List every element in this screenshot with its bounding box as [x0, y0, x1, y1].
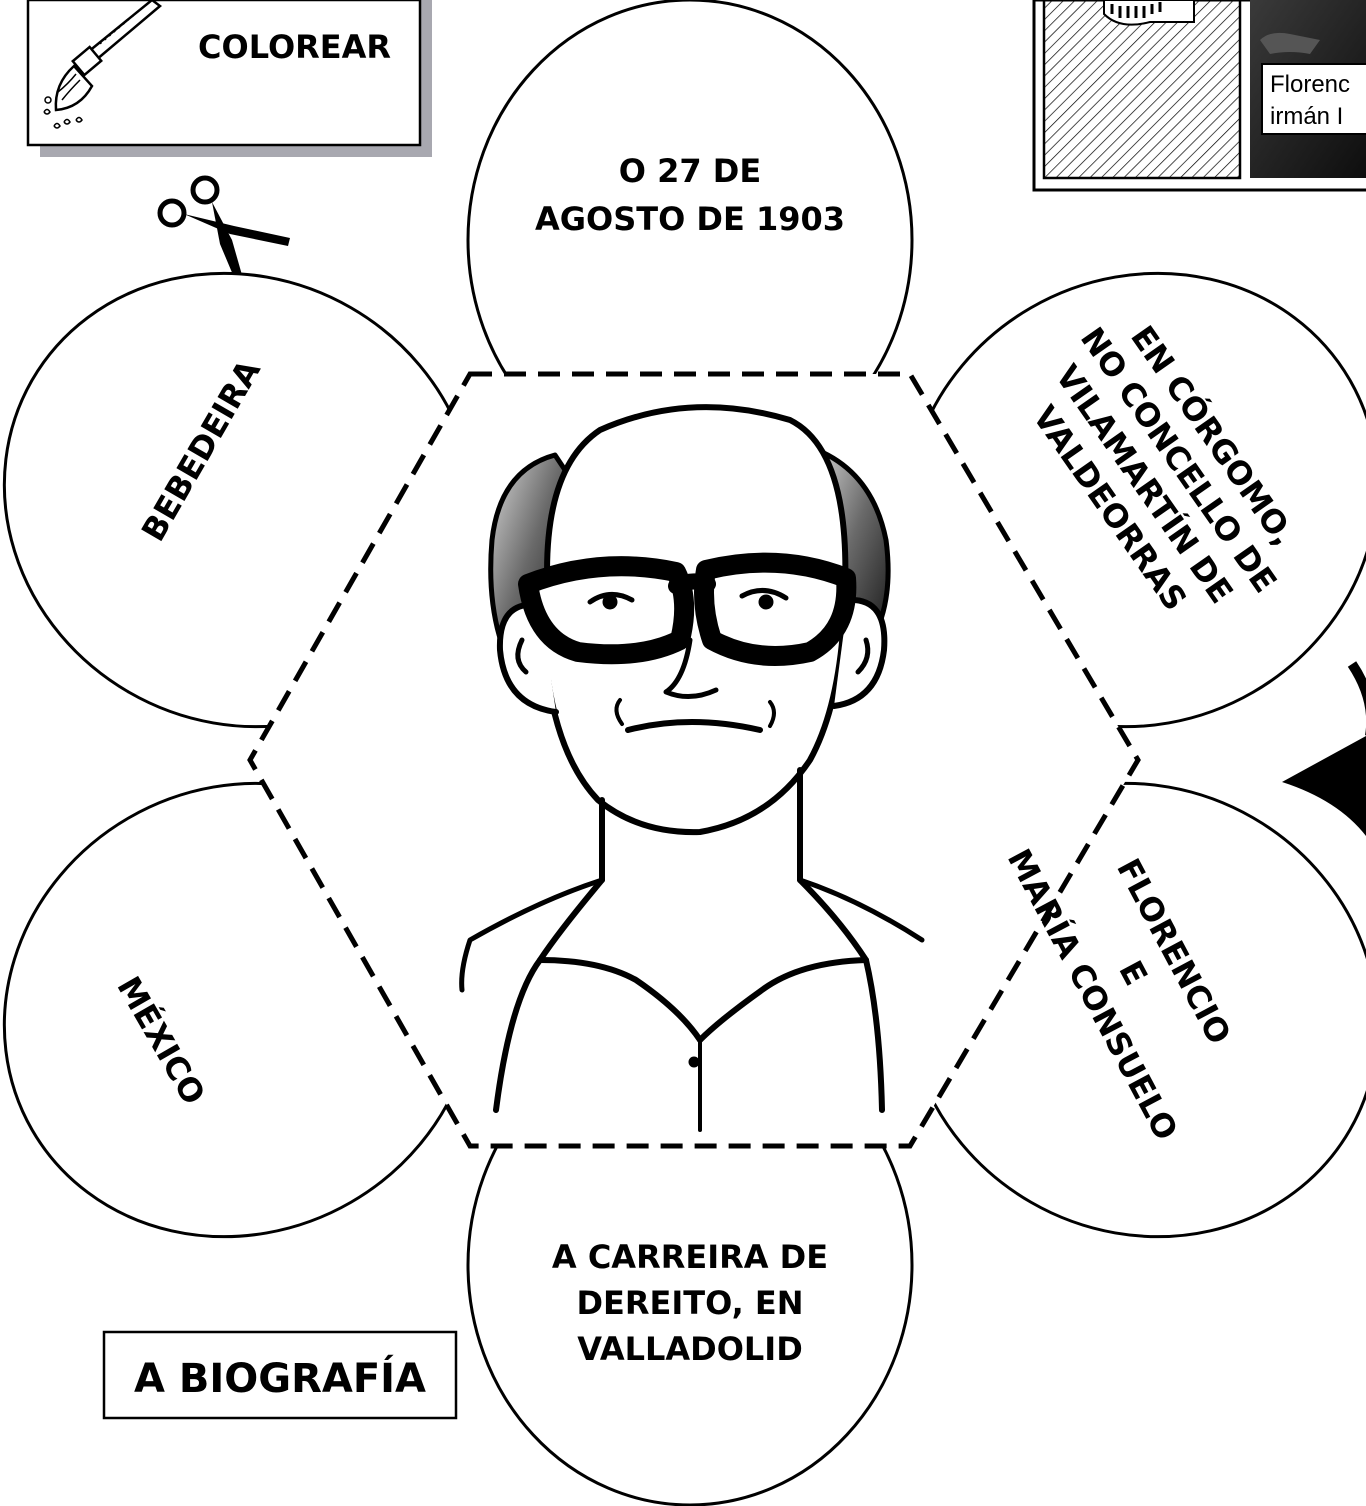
photo-caption-line2: irmán I	[1270, 103, 1343, 130]
petal-top-text: O 27 DE AGOSTO DE 1903	[535, 152, 845, 238]
biography-title: A BIOGRAFÍA	[134, 1354, 426, 1402]
petal-bottom-line2: DEREITO, EN	[576, 1284, 803, 1322]
portrait-illustration	[459, 404, 925, 1132]
scissors-icon	[157, 175, 290, 282]
color-label: COLOREAR	[198, 28, 391, 66]
color-instruction-box: COLOREAR	[26, 0, 432, 157]
curved-arrow-icon	[1282, 661, 1366, 836]
photo-panel: Florenc irmán I	[1032, 0, 1366, 192]
petal-top-line1: O 27 DE	[619, 152, 761, 190]
biography-title-box: A BIOGRAFÍA	[102, 1330, 458, 1420]
paintbrush-icon	[43, 0, 163, 129]
photo-caption-line1: Florenc	[1270, 71, 1350, 98]
petal-bottom-line3: VALLADOLID	[577, 1330, 803, 1368]
petal-bottom-line1: A CARREIRA DE	[552, 1238, 828, 1276]
photo-thumb-icon	[1103, 0, 1195, 26]
petal-top-line2: AGOSTO DE 1903	[535, 200, 845, 238]
petal-bottom-text: A CARREIRA DE DEREITO, EN VALLADOLID	[552, 1238, 828, 1368]
